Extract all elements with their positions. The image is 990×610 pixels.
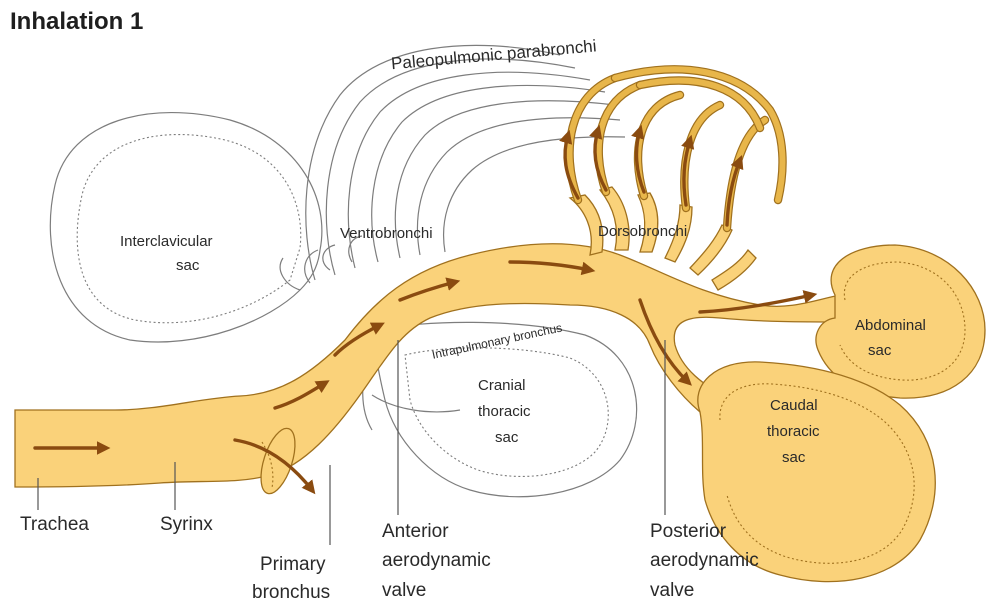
paleopulmonic-parabronchi [570,69,783,228]
label-anterior-3: valve [382,580,426,601]
label-caudal-3: sac [782,449,806,466]
label-syrinx: Syrinx [160,514,213,535]
label-dorsobronchi: Dorsobronchi [598,223,687,240]
label-primary-2: bronchus [252,582,330,603]
label-cranial-3: sac [495,429,519,446]
label-posterior-1: Posterior [650,521,727,542]
label-cranial-2: thoracic [478,403,531,420]
label-paleopulmonic: Paleopulmonic parabronchi [390,36,597,73]
label-trachea: Trachea [20,514,89,535]
label-anterior-2: aerodynamic [382,550,491,571]
label-ventrobronchi: Ventrobronchi [340,225,433,242]
label-interclavicular-2: sac [176,257,200,274]
label-cranial-1: Cranial [478,377,526,394]
label-primary-1: Primary [260,554,326,575]
label-abdominal-2: sac [868,342,892,359]
label-interclavicular-1: Interclavicular [120,233,213,250]
label-posterior-3: valve [650,580,694,601]
label-caudal-2: thoracic [767,423,820,440]
label-caudal-1: Caudal [770,397,818,414]
label-posterior-2: aerodynamic [650,550,759,571]
interclavicular-sac [50,113,322,342]
label-intrapulmonary: Intrapulmonary bronchus [431,320,564,361]
label-anterior-1: Anterior [382,521,449,542]
label-abdominal-1: Abdominal [855,317,926,334]
